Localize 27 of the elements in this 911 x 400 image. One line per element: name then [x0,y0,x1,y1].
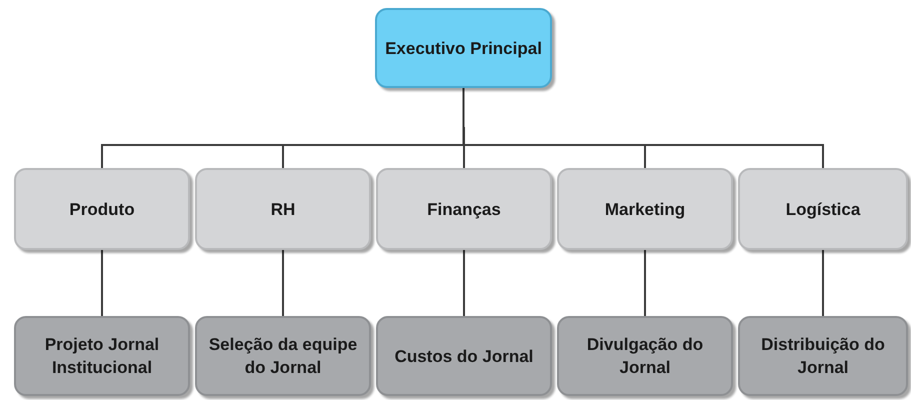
box-label: Projeto Jornal Institucional [44,334,160,379]
org-box [376,316,552,396]
org-box [14,316,190,396]
connector-line [463,250,465,316]
org-box [557,168,733,250]
org-box [14,168,190,250]
box-label: Divulgação do Jornal [586,334,704,379]
org-box [557,316,733,396]
org-box [738,168,908,250]
connector-line [644,250,646,316]
box-label: Custos do Jornal [394,346,534,368]
connector-line [822,250,824,316]
org-box [195,316,371,396]
box-label: Logística [786,198,860,220]
box-label: Seleção da equipe do Jornal [208,334,358,379]
org-box [195,168,371,250]
box-label: Marketing [604,198,686,220]
box-label: RH [270,198,296,220]
box-label: Produto [69,198,135,220]
box-label: Executivo Principal [385,38,542,60]
box-label: Distribuição do Jornal [760,334,886,379]
org-box [376,168,552,250]
box-label: Finanças [427,198,501,220]
connector-line [101,250,103,316]
org-box [375,8,552,88]
org-box [738,316,908,396]
connector-line [282,250,284,316]
